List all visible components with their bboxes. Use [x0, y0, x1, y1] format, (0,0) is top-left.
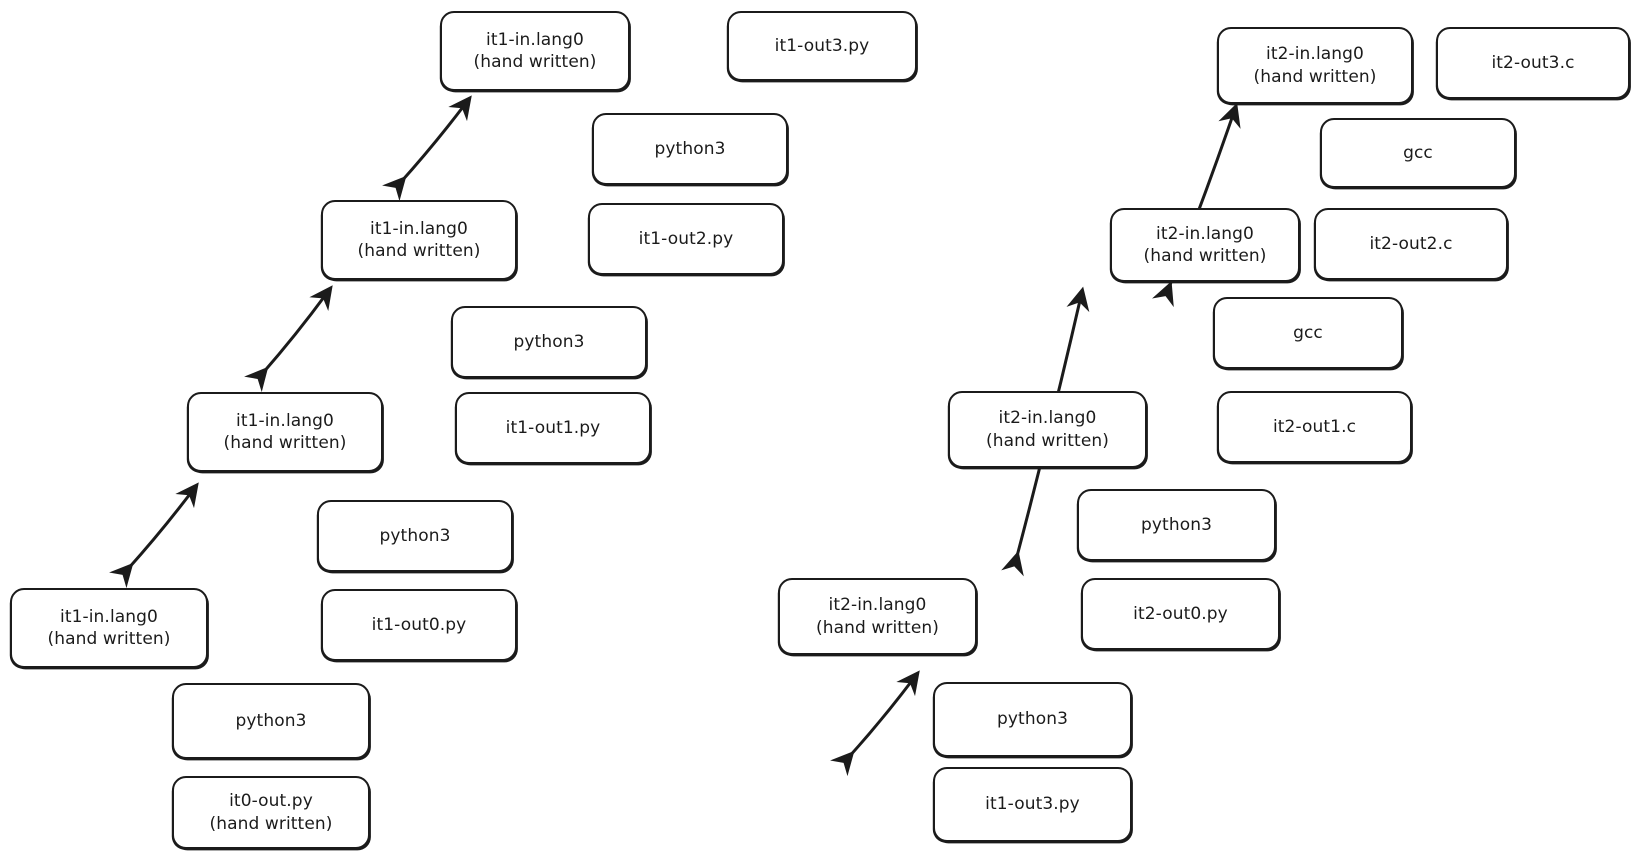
node-label-line2: (hand written)	[815, 617, 939, 638]
node-l-in0[interactable]: it1-in.lang0(hand written)	[10, 588, 208, 668]
node-label-line1: it1-in.lang0	[486, 29, 584, 50]
node-label-line1: it1-out0.py	[371, 614, 467, 635]
node-label-line1: it1-in.lang0	[370, 218, 468, 239]
node-r-cc2[interactable]: gcc	[1213, 297, 1403, 369]
node-label-line1: it2-out2.c	[1369, 233, 1453, 254]
node-label-line1: it2-in.lang0	[998, 408, 1097, 429]
node-label-line2: (hand written)	[223, 433, 347, 453]
node-r-cc3[interactable]: gcc	[1320, 118, 1516, 188]
node-label-line1: it1-out3.py	[985, 794, 1080, 815]
node-label-line2: (hand written)	[47, 629, 171, 649]
node-label: python3	[1133, 514, 1220, 536]
node-l-out2[interactable]: it1-out2.py	[588, 203, 784, 275]
node-r-out3[interactable]: it2-out3.c	[1436, 27, 1630, 99]
node-label-line1: python3	[513, 331, 585, 352]
node-label-line1: it1-in.lang0	[236, 410, 334, 431]
node-r-py1[interactable]: python3	[1077, 489, 1276, 561]
node-label-line1: python3	[379, 525, 451, 546]
node-label-line1: gcc	[1293, 322, 1323, 343]
node-label: it2-out0.py	[1125, 603, 1236, 625]
node-label: it1-out2.py	[631, 228, 742, 250]
node-l-out0[interactable]: it1-out0.py	[321, 589, 517, 661]
l-arrow-2	[244, 285, 333, 393]
node-label-line1: it1-in.lang0	[60, 606, 158, 627]
node-label: gcc	[1395, 142, 1441, 164]
node-label-line2: (hand written)	[473, 52, 597, 72]
l-arrow-1	[109, 482, 199, 589]
node-label: it2-in.lang0(hand written)	[1245, 43, 1384, 87]
node-label: python3	[372, 525, 459, 547]
node-label-line1: it2-out0.py	[1133, 603, 1228, 624]
node-label: it2-out3.c	[1483, 52, 1582, 74]
r-arrow-1	[830, 670, 920, 777]
node-label-line1: it2-in.lang0	[1156, 223, 1254, 244]
node-label-line1: python3	[997, 709, 1068, 730]
node-label: it2-out2.c	[1361, 233, 1460, 255]
node-label-line1: it1-out1.py	[505, 417, 601, 438]
node-label: it1-out3.py	[977, 793, 1088, 815]
node-label: it1-out1.py	[498, 417, 609, 439]
node-r-in1[interactable]: it2-in.lang0(hand written)	[948, 391, 1147, 468]
node-label-line2: (hand written)	[1143, 246, 1267, 266]
node-label-line1: python3	[1141, 514, 1212, 535]
node-label-line1: it2-in.lang0	[1266, 44, 1364, 65]
node-l-out3[interactable]: it1-out3.py	[727, 11, 917, 81]
node-label-line1: it1-out3.py	[774, 35, 870, 56]
node-l-in1[interactable]: it1-in.lang0(hand written)	[187, 392, 383, 472]
node-label-line2: (hand written)	[1253, 66, 1377, 87]
node-l-py3[interactable]: python3	[592, 113, 788, 185]
node-label: gcc	[1285, 322, 1331, 344]
node-label: python3	[228, 710, 315, 732]
node-label-line2: (hand written)	[209, 813, 333, 834]
node-l-py2[interactable]: python3	[451, 306, 647, 378]
node-r-out0[interactable]: it2-out0.py	[1081, 578, 1280, 650]
node-label-line1: it2-out1.c	[1272, 416, 1357, 437]
node-r-out2[interactable]: it2-out2.c	[1314, 208, 1508, 280]
node-l-py0[interactable]: python3	[172, 683, 370, 759]
node-r-in3[interactable]: it2-in.lang0(hand written)	[1217, 27, 1413, 104]
node-l-src[interactable]: it0-out.py(hand written)	[172, 776, 370, 849]
node-label: it2-in.lang0(hand written)	[808, 594, 947, 638]
node-label: it1-in.lang0(hand written)	[215, 410, 354, 454]
node-l-out1[interactable]: it1-out1.py	[455, 392, 651, 464]
node-label: python3	[989, 708, 1076, 730]
node-label: it1-in.lang0(hand written)	[39, 606, 178, 650]
l-arrow-3	[382, 95, 472, 202]
node-label-line1: it2-in.lang0	[828, 595, 927, 616]
node-label-line1: it1-out2.py	[638, 228, 734, 249]
node-r-out1[interactable]: it2-out1.c	[1217, 391, 1412, 463]
node-label-line1: python3	[654, 138, 726, 159]
node-label: it2-out1.c	[1265, 416, 1364, 438]
node-r-py0[interactable]: python3	[933, 682, 1132, 757]
node-l-in3[interactable]: it1-in.lang0(hand written)	[440, 11, 630, 91]
node-label-line1: gcc	[1403, 142, 1433, 163]
node-label: it2-in.lang0(hand written)	[1135, 223, 1274, 267]
node-label: it2-in.lang0(hand written)	[978, 407, 1117, 451]
node-label: python3	[506, 331, 593, 353]
node-l-in2[interactable]: it1-in.lang0(hand written)	[321, 200, 517, 280]
node-label: it1-out3.py	[767, 35, 878, 57]
node-r-in0[interactable]: it2-in.lang0(hand written)	[778, 578, 977, 655]
node-r-src[interactable]: it1-out3.py	[933, 767, 1132, 842]
node-label-line2: (hand written)	[985, 430, 1109, 451]
node-l-py1[interactable]: python3	[317, 500, 513, 572]
node-label-line2: (hand written)	[357, 241, 481, 261]
node-label-line1: it0-out.py	[229, 791, 313, 812]
node-r-in2[interactable]: it2-in.lang0(hand written)	[1110, 208, 1300, 282]
node-label: python3	[647, 138, 734, 160]
node-label-line1: python3	[235, 710, 307, 731]
node-label: it1-out0.py	[364, 614, 475, 636]
node-label: it1-in.lang0(hand written)	[349, 218, 488, 262]
node-label-line1: it2-out3.c	[1491, 52, 1575, 73]
node-label: it0-out.py(hand written)	[201, 790, 340, 834]
node-label: it1-in.lang0(hand written)	[465, 29, 604, 73]
